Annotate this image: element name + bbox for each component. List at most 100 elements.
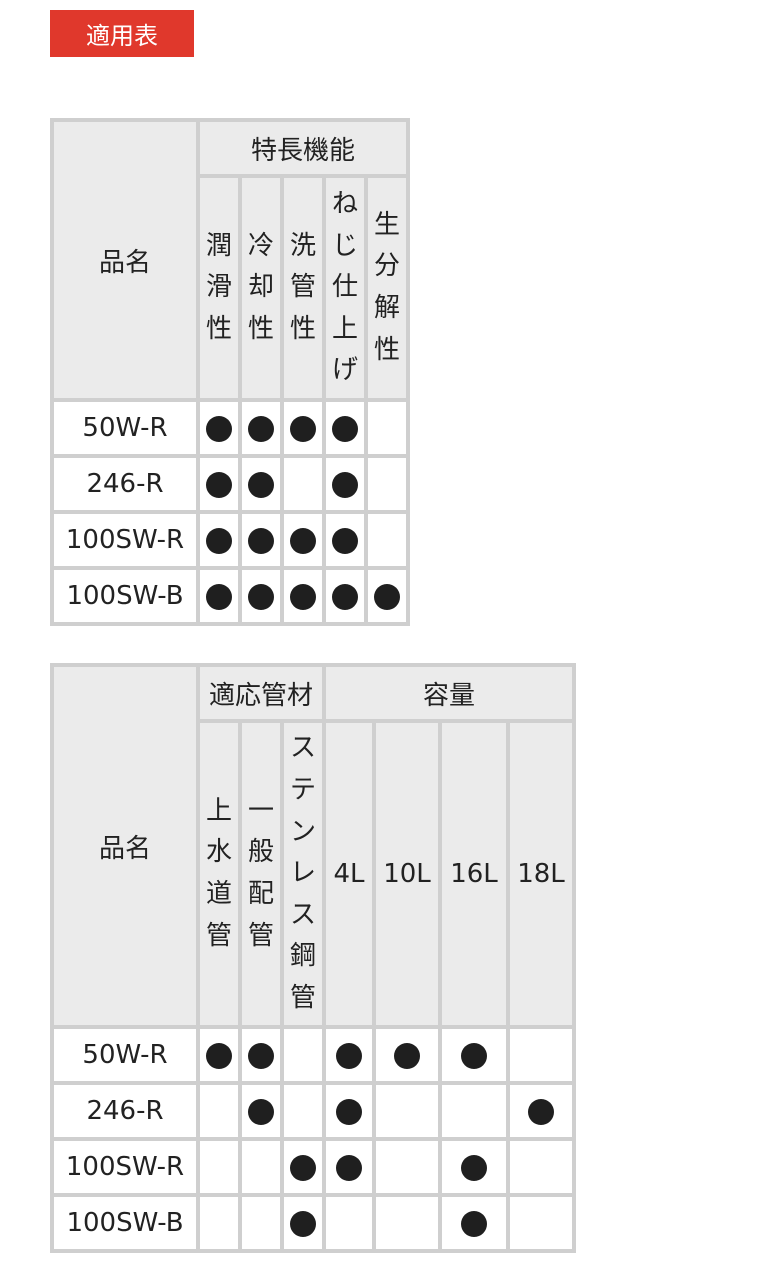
filled-circle-icon xyxy=(248,1098,274,1125)
mark-cell xyxy=(322,1193,376,1253)
mark-cell xyxy=(280,1025,326,1085)
mark-cell xyxy=(364,510,410,570)
filled-circle-icon xyxy=(290,1210,316,1237)
table-row: 100SW-R xyxy=(50,1137,576,1197)
filled-circle-icon xyxy=(332,527,358,554)
product-name: 246-R xyxy=(50,1081,200,1141)
mark-cell xyxy=(238,1025,284,1085)
product-name: 100SW-R xyxy=(50,1137,200,1197)
mark-cell xyxy=(280,454,326,514)
mark-cell xyxy=(438,1137,510,1197)
filled-circle-icon xyxy=(206,471,232,498)
filled-circle-icon xyxy=(461,1210,487,1237)
mark-cell xyxy=(322,1081,376,1141)
mark-cell xyxy=(280,566,326,626)
column-header: ねじ仕上げ xyxy=(322,174,368,402)
mark-cell xyxy=(364,566,410,626)
filled-circle-icon xyxy=(461,1042,487,1069)
mark-cell xyxy=(506,1081,576,1141)
filled-circle-icon xyxy=(206,415,232,442)
column-header: 4L xyxy=(322,719,376,1029)
mark-cell xyxy=(438,1025,510,1085)
mark-cell xyxy=(238,1193,284,1253)
product-name: 100SW-R xyxy=(50,510,200,570)
filled-circle-icon xyxy=(332,471,358,498)
product-name-header: 品名 xyxy=(50,118,200,402)
mark-cell xyxy=(372,1193,442,1253)
table-row: 100SW-B xyxy=(50,566,410,626)
capacity-group-header: 容量 xyxy=(322,663,576,723)
product-name: 246-R xyxy=(50,454,200,514)
mark-cell xyxy=(364,398,410,458)
table-row: 246-R xyxy=(50,454,410,514)
section-label: 適用表 xyxy=(50,10,194,57)
mark-cell xyxy=(196,510,242,570)
filled-circle-icon xyxy=(206,583,232,610)
mark-cell xyxy=(506,1193,576,1253)
mark-cell xyxy=(506,1137,576,1197)
mark-cell xyxy=(372,1081,442,1141)
filled-circle-icon xyxy=(248,527,274,554)
mark-cell xyxy=(372,1137,442,1197)
mark-cell xyxy=(438,1081,510,1141)
column-header: 18L xyxy=(506,719,576,1029)
mark-cell xyxy=(196,1081,242,1141)
column-header: 冷却性 xyxy=(238,174,284,402)
filled-circle-icon xyxy=(332,583,358,610)
column-header: 上水道管 xyxy=(196,719,242,1029)
mark-cell xyxy=(280,1081,326,1141)
mark-cell xyxy=(322,1025,376,1085)
product-name: 100SW-B xyxy=(50,566,200,626)
mark-cell xyxy=(196,454,242,514)
filled-circle-icon xyxy=(290,415,316,442)
application-table: 品名 適応管材 容量 上水道管 一般配管 ステンレス鋼管 4L 10L 16L … xyxy=(50,663,576,1253)
mark-cell xyxy=(322,454,368,514)
column-header: 洗管性 xyxy=(280,174,326,402)
column-header: 10L xyxy=(372,719,442,1029)
mark-cell xyxy=(506,1025,576,1085)
filled-circle-icon xyxy=(206,1042,232,1069)
filled-circle-icon xyxy=(290,583,316,610)
filled-circle-icon xyxy=(290,1154,316,1181)
mark-cell xyxy=(280,510,326,570)
product-name-header: 品名 xyxy=(50,663,200,1029)
filled-circle-icon xyxy=(206,527,232,554)
filled-circle-icon xyxy=(336,1042,362,1069)
column-header: 潤滑性 xyxy=(196,174,242,402)
mark-cell xyxy=(238,454,284,514)
mark-cell xyxy=(322,1137,376,1197)
filled-circle-icon xyxy=(290,527,316,554)
feature-group-header: 特長機能 xyxy=(196,118,410,178)
mark-cell xyxy=(280,1193,326,1253)
mark-cell xyxy=(238,1081,284,1141)
product-name: 50W-R xyxy=(50,1025,200,1085)
table-row: 100SW-B xyxy=(50,1193,576,1253)
mark-cell xyxy=(372,1025,442,1085)
mark-cell xyxy=(364,454,410,514)
product-name: 100SW-B xyxy=(50,1193,200,1253)
mark-cell xyxy=(196,398,242,458)
column-header: 16L xyxy=(438,719,510,1029)
table-row: 50W-R xyxy=(50,398,410,458)
mark-cell xyxy=(322,566,368,626)
column-header: ステンレス鋼管 xyxy=(280,719,326,1029)
mark-cell xyxy=(196,1025,242,1085)
filled-circle-icon xyxy=(528,1098,554,1125)
table-row: 100SW-R xyxy=(50,510,410,570)
filled-circle-icon xyxy=(336,1098,362,1125)
mark-cell xyxy=(238,566,284,626)
pipe-group-header: 適応管材 xyxy=(196,663,326,723)
mark-cell xyxy=(280,398,326,458)
table-row: 246-R xyxy=(50,1081,576,1141)
mark-cell xyxy=(238,510,284,570)
column-header: 生分解性 xyxy=(364,174,410,402)
mark-cell xyxy=(438,1193,510,1253)
filled-circle-icon xyxy=(336,1154,362,1181)
filled-circle-icon xyxy=(394,1042,420,1069)
filled-circle-icon xyxy=(248,583,274,610)
table-row: 50W-R xyxy=(50,1025,576,1085)
product-name: 50W-R xyxy=(50,398,200,458)
